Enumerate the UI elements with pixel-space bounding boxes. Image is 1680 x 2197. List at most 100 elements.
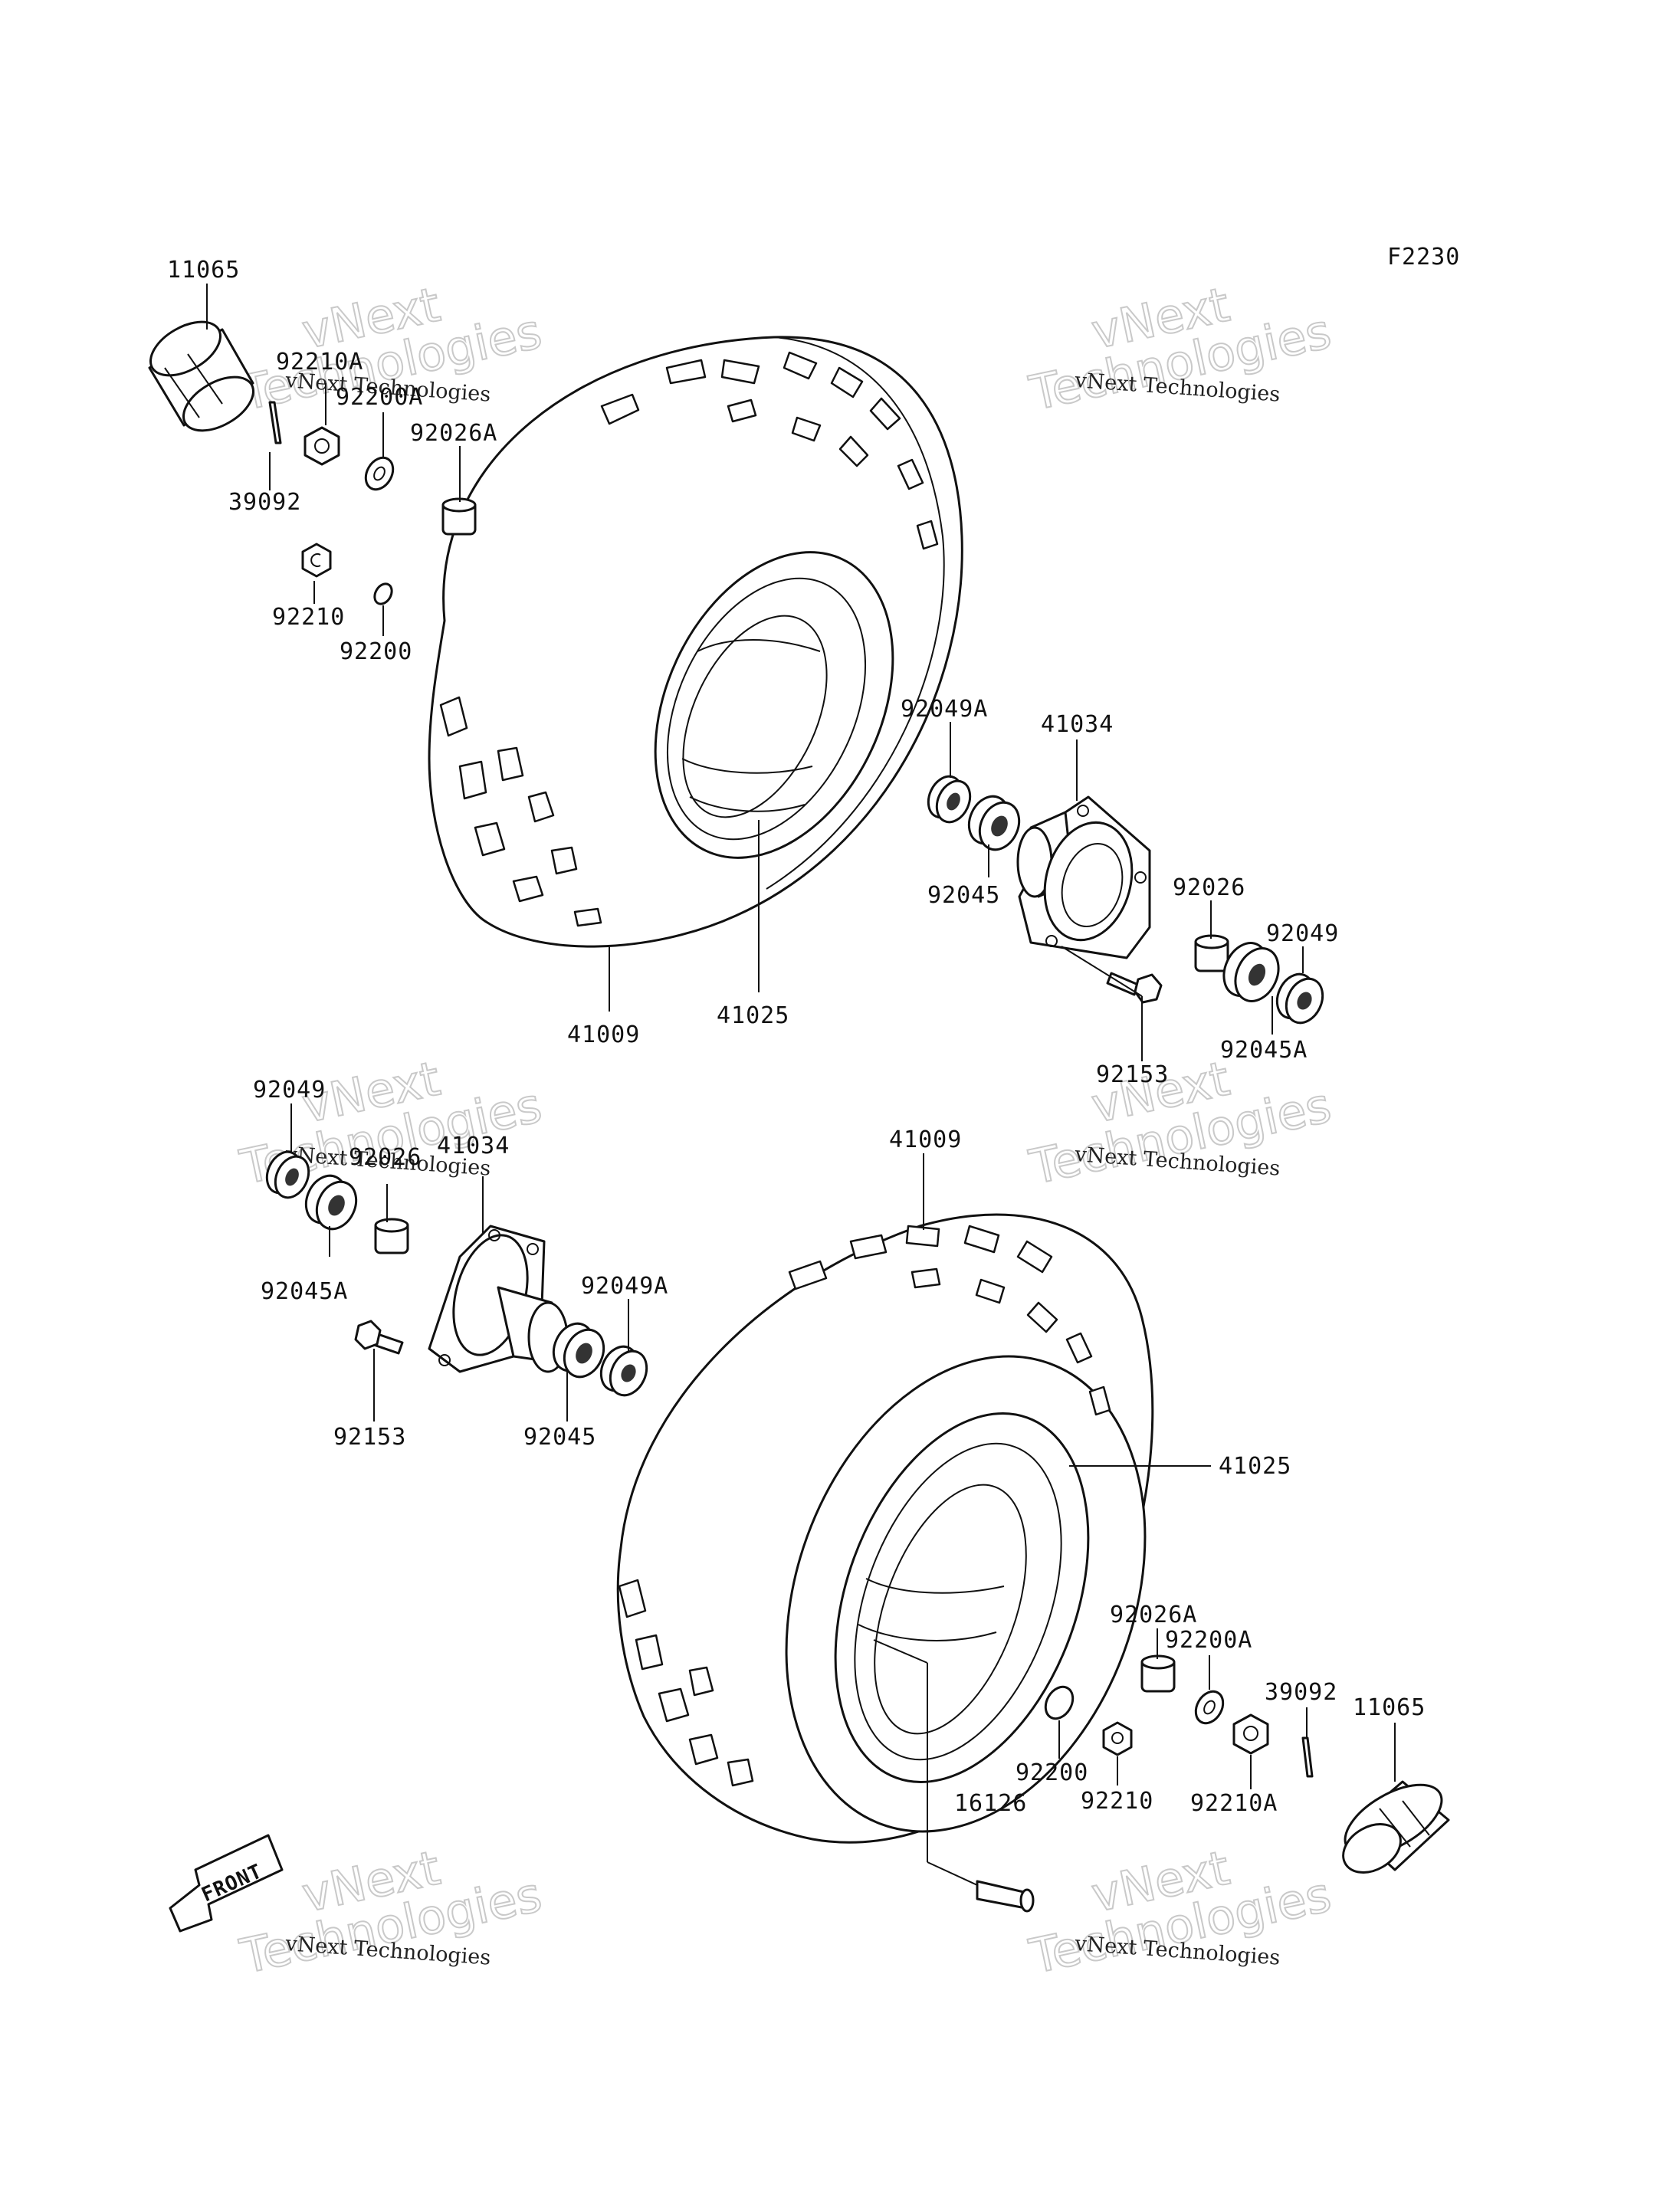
rim-line-3 — [697, 639, 821, 652]
washer — [1044, 1685, 1075, 1720]
bottom-tire-41009 — [616, 1213, 1154, 1844]
callout-92153: 92153 — [1096, 1061, 1169, 1088]
callout-41025: 41025 — [717, 1002, 789, 1029]
top-bearing-92045 — [967, 795, 1021, 851]
tread-lug — [727, 1758, 754, 1787]
tread-lug — [1088, 1385, 1111, 1416]
callout-92210A: 92210A — [276, 349, 363, 375]
top-hub-41034 — [1016, 795, 1151, 959]
hub-cap-flute — [1402, 1800, 1430, 1836]
callout-41034: 41034 — [437, 1133, 510, 1159]
bottom-bearing-92049 — [265, 1150, 310, 1199]
callout-92049A: 92049A — [901, 696, 988, 723]
tread-lug — [911, 1267, 941, 1289]
top-washer-92200 — [373, 582, 393, 605]
callout-41025: 41025 — [1219, 1453, 1291, 1480]
bottom-bearing-92045 — [552, 1322, 605, 1379]
tread-lug — [1026, 1301, 1058, 1333]
hub-stud-hole — [438, 1354, 451, 1366]
callout-41034: 41034 — [1041, 711, 1114, 738]
bottom-castle-nut-92210A — [1232, 1713, 1269, 1755]
callout-11065: 11065 — [1353, 1694, 1426, 1721]
rim-inner-ring — [666, 577, 867, 841]
bearing-bore — [1248, 963, 1266, 986]
collar-top — [374, 1218, 409, 1233]
front-direction-arrow: FRONT — [169, 1834, 284, 1933]
bottom-collar-92026A — [1140, 1654, 1176, 1693]
top-bearing-92049 — [1275, 972, 1324, 1025]
top-callouts: 11065 92210A 92200A 92026A 39092 92210 9… — [167, 257, 1338, 1088]
tread-lug — [905, 1225, 940, 1248]
top-cotter-pin-39092 — [268, 401, 282, 444]
washer — [364, 456, 395, 491]
tread-lug — [512, 875, 544, 903]
bearing-bore — [621, 1364, 636, 1382]
callout-92200A: 92200A — [1165, 1627, 1252, 1654]
bearing-bore — [328, 1195, 345, 1216]
tread-lug — [838, 435, 869, 467]
callout-92200: 92200 — [1016, 1759, 1088, 1786]
callout-92026: 92026 — [349, 1144, 422, 1171]
tread-lug — [897, 458, 924, 490]
tread-lug — [788, 1260, 828, 1290]
bearing-bore — [285, 1168, 299, 1186]
callout-92210A: 92210A — [1190, 1790, 1278, 1817]
callout-92153: 92153 — [333, 1424, 406, 1451]
nut — [301, 543, 332, 578]
castle-nut-hole — [1243, 1726, 1258, 1741]
rim-line-2 — [865, 1578, 1005, 1594]
tread-lug — [527, 791, 555, 823]
bottom-collar-92026 — [374, 1218, 409, 1254]
tread-lug — [720, 359, 760, 385]
castle-nut — [1232, 1713, 1269, 1755]
tread-lug — [1016, 1240, 1053, 1274]
tread-lug — [727, 398, 757, 423]
washer-hole — [373, 466, 386, 481]
bottom-cotter-pin-39092 — [1301, 1736, 1314, 1778]
callout-41009: 41009 — [567, 1021, 640, 1048]
washer — [373, 582, 393, 605]
tread-lug — [550, 846, 578, 875]
tread-lug — [791, 416, 822, 442]
hub-cap-face — [182, 375, 255, 432]
callout-92049: 92049 — [253, 1077, 326, 1103]
rim-line — [689, 796, 806, 812]
hub-face — [1043, 821, 1134, 942]
castle-nut-hole — [314, 438, 330, 454]
cotter-pin — [268, 401, 282, 444]
top-bolt-92153 — [1106, 972, 1163, 1004]
rim-inner-ring — [854, 1442, 1062, 1761]
watermark-bottom-left: vNext Technologies vNext Technologies — [235, 1839, 547, 1985]
watermark-bottom-right: vNext Technologies vNext Technologies — [1024, 1839, 1337, 1985]
bottom-washer-92200 — [1044, 1685, 1075, 1720]
nut-hole — [1111, 1732, 1124, 1744]
tread-lug — [573, 907, 602, 927]
bearing-bore — [576, 1343, 592, 1364]
cotter-pin — [1301, 1736, 1314, 1778]
rim-line — [858, 1624, 997, 1641]
hub-face-inner — [1061, 842, 1124, 928]
washer-hole — [1203, 1700, 1216, 1715]
tread-lug — [869, 397, 901, 431]
bolt-head — [354, 1320, 382, 1350]
front-arrow-shape — [169, 1834, 284, 1933]
rim-well — [682, 615, 828, 818]
valve-cap — [1019, 1888, 1035, 1913]
tread-lug — [618, 1579, 647, 1618]
callout-92026A: 92026A — [1110, 1602, 1197, 1628]
bottom-valve-16126 — [976, 1880, 1035, 1913]
hub-cap-flute — [187, 353, 223, 405]
bottom-bearing-92045A — [304, 1174, 358, 1231]
callout-39092: 39092 — [228, 489, 301, 516]
top-collar-92026 — [1194, 934, 1229, 972]
tread-lug — [916, 520, 939, 550]
callout-92045A: 92045A — [1220, 1037, 1308, 1064]
tread-lug — [497, 746, 524, 782]
hub-stud-hole — [1077, 805, 1089, 817]
rim-outer — [654, 551, 894, 859]
tread-lug — [600, 393, 640, 425]
top-castle-nut-92210A — [304, 426, 340, 466]
callout-92045A: 92045A — [261, 1278, 348, 1305]
